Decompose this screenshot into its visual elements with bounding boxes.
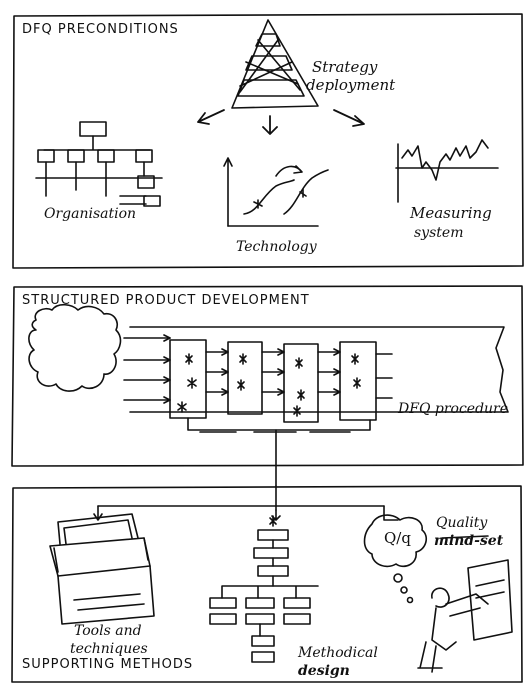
quality-formula: Q/q <box>384 529 411 547</box>
quality-label-line2: mind-set <box>434 533 504 549</box>
methodical-label-line1: Methodical <box>298 645 378 661</box>
quality-label-line1: Quality <box>436 515 488 531</box>
panel-supporting-frame <box>11 485 523 683</box>
panel-preconditions-frame <box>12 13 524 269</box>
tools-label-line1: Tools and <box>74 623 142 639</box>
arrow-to-technology <box>262 115 278 135</box>
structured-title: STRUCTURED PRODUCT DEVELOPMENT <box>22 293 310 308</box>
organisation-label: Organisation <box>44 206 137 222</box>
procedure-label: DFQ procedure <box>398 401 509 417</box>
measuring-label-line2: system <box>414 225 464 241</box>
stage-feedback-bar <box>187 417 371 487</box>
organisation-chart <box>35 121 163 207</box>
distribution-lines <box>93 485 399 521</box>
tools-label-line2: techniques <box>70 641 148 657</box>
strategy-pyramid <box>231 19 319 109</box>
methodical-tree <box>209 515 319 663</box>
toolbox <box>49 513 155 625</box>
process-stages <box>169 339 377 423</box>
technology-label: Technology <box>236 239 317 255</box>
supporting-title: SUPPORTING METHODS <box>22 657 194 672</box>
strategy-label-line2: deployment <box>306 76 396 94</box>
panel-frames <box>11 13 524 683</box>
preconditions-title: DFQ PRECONDITIONS <box>22 22 179 37</box>
arrow-to-measuring <box>333 109 365 127</box>
measuring-label-line1: Measuring <box>410 204 492 222</box>
process-arrow-outline <box>129 326 509 413</box>
idea-cloud <box>28 303 122 392</box>
arrow-to-organisation <box>197 109 225 125</box>
methodical-label-line2: design <box>298 663 350 679</box>
strategy-label-line1: Strategy <box>312 58 378 76</box>
panel-structured-frame <box>11 285 524 467</box>
pyramid-arrows <box>197 109 365 135</box>
measuring-chart <box>395 139 499 203</box>
process-flow-arrows <box>123 334 393 404</box>
technology-s-curves <box>223 157 329 227</box>
quality-thinker <box>363 514 513 673</box>
